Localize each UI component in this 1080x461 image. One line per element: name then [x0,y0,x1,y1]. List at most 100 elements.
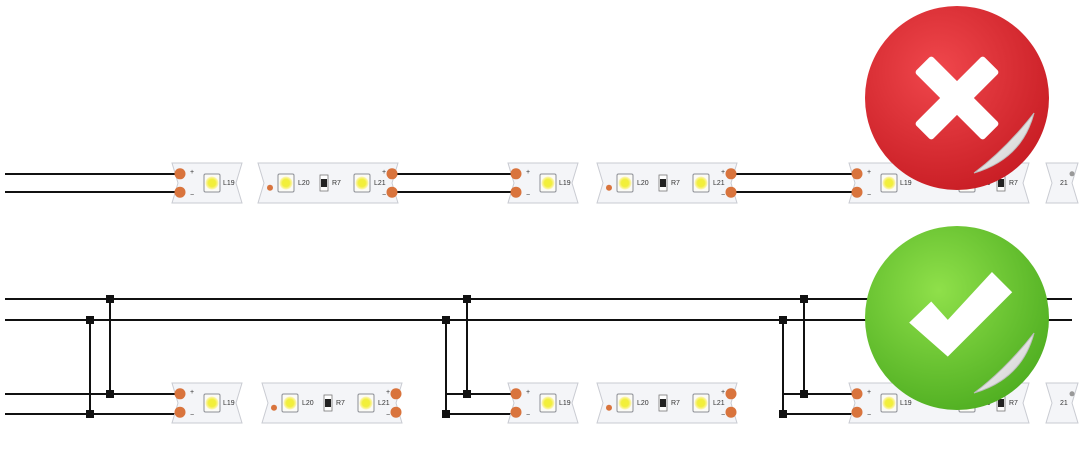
bottom-strip-1b-led2-label: L21 [378,400,390,407]
top-strip-2b-led2-core [697,179,705,187]
top-strip-1b-led2-core [358,179,366,187]
top-strip-2b-minus-label: − [721,192,725,199]
bottom-strip-3-resistor-label: R7 [1009,400,1018,407]
bottom-strip-2a-pad-plus [510,388,522,400]
top-strip-2b-resistor-band [660,179,666,187]
tap-1-minus-bus-node [86,316,94,324]
top-strip-2b-pad-plus [725,168,737,180]
top-strip-2b-led1-core [621,179,629,187]
top-strip-1a-pad-plus [174,168,186,180]
bottom-strip-1b: L20 R7 L21 + − [261,382,403,424]
top-strip-2b-led2-label: L21 [713,180,725,187]
tap-3-plus-bus-node [800,295,808,303]
top-strip-3-pad-plus [851,168,863,180]
top-strip-1a-plus-label: + [190,169,194,176]
top-strip-2a-minus-label: − [526,192,530,199]
top-strip-1b: L20 R7 L21 + − [257,162,399,204]
bottom-strip-1a-plus-label: + [190,389,194,396]
top-strip-1b-led1-core [282,179,290,187]
bottom-strip-1b-pad-minus [390,406,402,418]
bottom-strip-2a: +−L19 [507,382,579,424]
top-strip-1b-pad-plus [386,168,398,180]
bottom-strip-2b-pad-plus [725,388,737,400]
top-strip-2a-pad-minus [510,186,522,198]
bottom-strip-partial-label: 21 [1060,400,1068,407]
top-strip-partial: 21 [1045,162,1079,204]
top-strip-1b-resistor-label: R7 [332,180,341,187]
bottom-strip-partial-pad [1069,391,1075,397]
cross-bar-2 [915,56,999,140]
bottom-strip-3-pad-minus [851,406,863,418]
tap-2-minus-bus-node [442,316,450,324]
bottom-strip-1a-pad-plus [174,388,186,400]
bottom-strip-2a-led-core [544,399,552,407]
top-strip-1b-dot [267,184,273,191]
bottom-strip-1a: + − L19 [171,382,243,424]
bottom-strip-1b-led2-core [362,399,370,407]
bottom-strip-2b-dot [606,404,612,411]
check-icon [909,272,1013,357]
bottom-strip-2a-pad-minus [510,406,522,418]
bottom-strip-3-resistor-band [998,399,1004,407]
top-strip-1b-resistor-band [321,179,327,187]
top-strip-2a-led-core [544,179,552,187]
bottom-strip-1b-minus-label: − [386,412,390,419]
bottom-strip-2b-pad-minus [725,406,737,418]
top-strip-3-plus-label: + [867,169,871,176]
bottom-strip-2b-resistor-band [660,399,666,407]
right-badge-curl [973,332,1035,394]
top-strip-3-minus-label: − [867,192,871,199]
top-strip-1a-led-label: L19 [223,180,235,187]
bottom-strip-1b-plus-label: + [386,389,390,396]
bottom-strip-1a-pad-minus [174,406,186,418]
top-strip-3-pad-minus [851,186,863,198]
bottom-strip-1b-resistor-label: R7 [336,400,345,407]
bottom-strip-1a-led-label: L19 [223,400,235,407]
top-strip-2a-pad-plus [510,168,522,180]
top-strip-2b-dot [606,184,612,191]
top-strip-1b-plus-label: + [382,169,386,176]
tap-3-minus-bus-node [779,316,787,324]
bottom-strip-3-minus-label: − [867,412,871,419]
bottom-strip-1a-led-core [208,399,216,407]
bottom-strip-2a-led-label: L19 [559,400,571,407]
bottom-strip-3-led-core [885,399,893,407]
top-strip-1a-minus-label: − [190,192,194,199]
bottom-strip-partial: 21 [1045,382,1079,424]
bottom-strip-1b-pad-plus [390,388,402,400]
top-strip-1b-minus-label: − [382,192,386,199]
tap-2-plus-bus-node [463,295,471,303]
top-strip-2b-led1-label: L20 [637,180,649,187]
cross-icon [915,56,999,140]
bottom-strip-2b-led2-core [697,399,705,407]
top-strip-1b-led2-label: L21 [374,180,386,187]
top-strip-partial-label: 21 [1060,180,1068,187]
top-strip-1a: + − L19 [171,162,243,204]
top-strip-1b-led1-label: L20 [298,180,310,187]
top-strip-3-resistor-band [998,179,1004,187]
top-strip-partial-pad [1069,171,1075,177]
top-strip-3-led-label: L19 [900,180,912,187]
bottom-strip-2a-plus-label: + [526,389,530,396]
bottom-strip-3-pad-plus [851,388,863,400]
bottom-strip-3-led-label: L19 [900,400,912,407]
bottom-strip-1b-led1-label: L20 [302,400,314,407]
bottom-strip-2b-led1-core [621,399,629,407]
bottom-strip-1a-minus-label: − [190,412,194,419]
top-strip-1b-pad-minus [386,186,398,198]
bottom-strip-1b-dot [271,404,277,411]
bottom-strip-3-plus-label: + [867,389,871,396]
bottom-strip-1b-led1-core [286,399,294,407]
bottom-strip-2b-led2-label: L21 [713,400,725,407]
right-badge [865,226,1049,410]
top-strip-2b-pad-minus [725,186,737,198]
top-strip-2a-plus-label: + [526,169,530,176]
top-strip-1a-pad-minus [174,186,186,198]
top-strip-3-resistor-label: R7 [1009,180,1018,187]
wrong-badge [865,6,1049,190]
top-strip-3-led-core [885,179,893,187]
bottom-strip-1b-resistor-band [325,399,331,407]
